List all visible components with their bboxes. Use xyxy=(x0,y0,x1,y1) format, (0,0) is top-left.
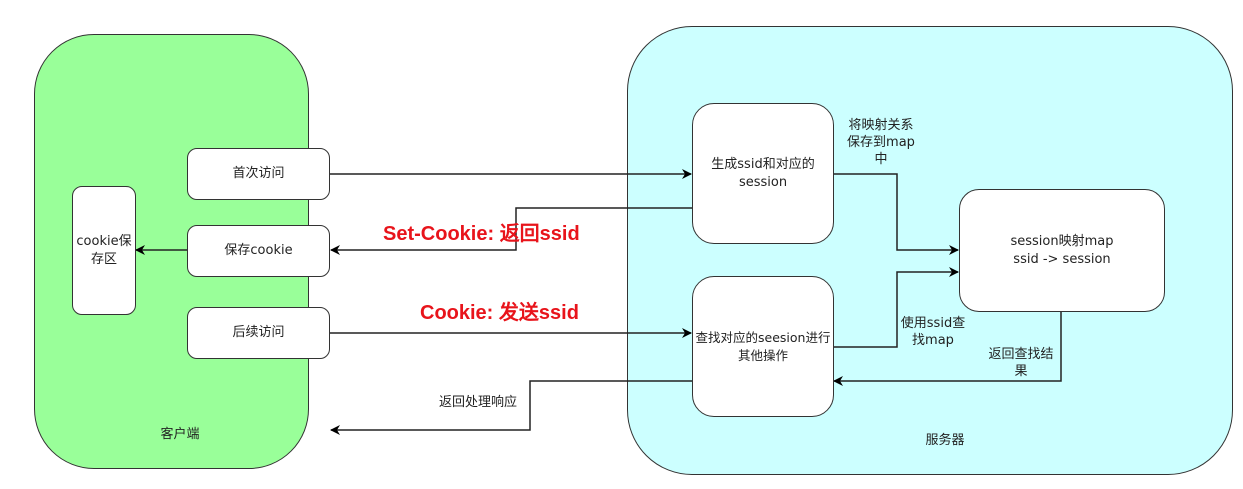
server-title: 服务器 xyxy=(925,433,965,448)
session-map-box: session映射map ssid -> session xyxy=(959,189,1165,312)
cookie-suffix: 发送ssid xyxy=(498,302,579,324)
generate-session-box: 生成ssid和对应的session xyxy=(692,103,834,244)
arrow-return-response xyxy=(330,380,692,435)
set-cookie-prefix: Set-Cookie: xyxy=(383,223,500,245)
cookie-storage-label: cookie保存区 xyxy=(76,233,132,267)
save-cookie-label: 保存cookie xyxy=(224,243,293,258)
generate-session-label: 生成ssid和对应的session xyxy=(711,156,815,190)
save-cookie-box: 保存cookie xyxy=(187,225,330,277)
lookup-session-box: 查找对应的seesion进行其他操作 xyxy=(692,276,834,417)
use-ssid-label: 使用ssid查找map xyxy=(900,316,966,348)
return-response-label: 返回处理响应 xyxy=(428,394,528,411)
arrow-save-map xyxy=(833,173,959,255)
cookie-prefix: Cookie: xyxy=(420,302,499,324)
first-visit-box: 首次访问 xyxy=(187,148,330,200)
first-visit-label: 首次访问 xyxy=(232,166,285,181)
arrow-set-cookie xyxy=(330,207,692,255)
client-title: 客户端 xyxy=(160,427,200,442)
session-map-line2: ssid -> session xyxy=(1013,251,1111,267)
set-cookie-suffix: 返回ssid xyxy=(499,223,580,245)
save-map-label: 将映射关系保存到map中 xyxy=(847,118,915,167)
cookie-storage-box: cookie保存区 xyxy=(72,186,136,315)
set-cookie-label: Set-Cookie: 返回ssid xyxy=(383,217,580,246)
arrow-return-result xyxy=(833,311,1062,386)
cookie-send-label: Cookie: 发送ssid xyxy=(420,296,579,325)
return-result-label: 返回查找结果 xyxy=(988,347,1054,379)
later-visit-box: 后续访问 xyxy=(187,307,330,359)
session-map-line1: session映射map xyxy=(1010,233,1114,249)
lookup-session-label: 查找对应的seesion进行其他操作 xyxy=(695,329,831,363)
arrow-lookup-map xyxy=(833,267,959,348)
later-visit-label: 后续访问 xyxy=(232,325,285,340)
